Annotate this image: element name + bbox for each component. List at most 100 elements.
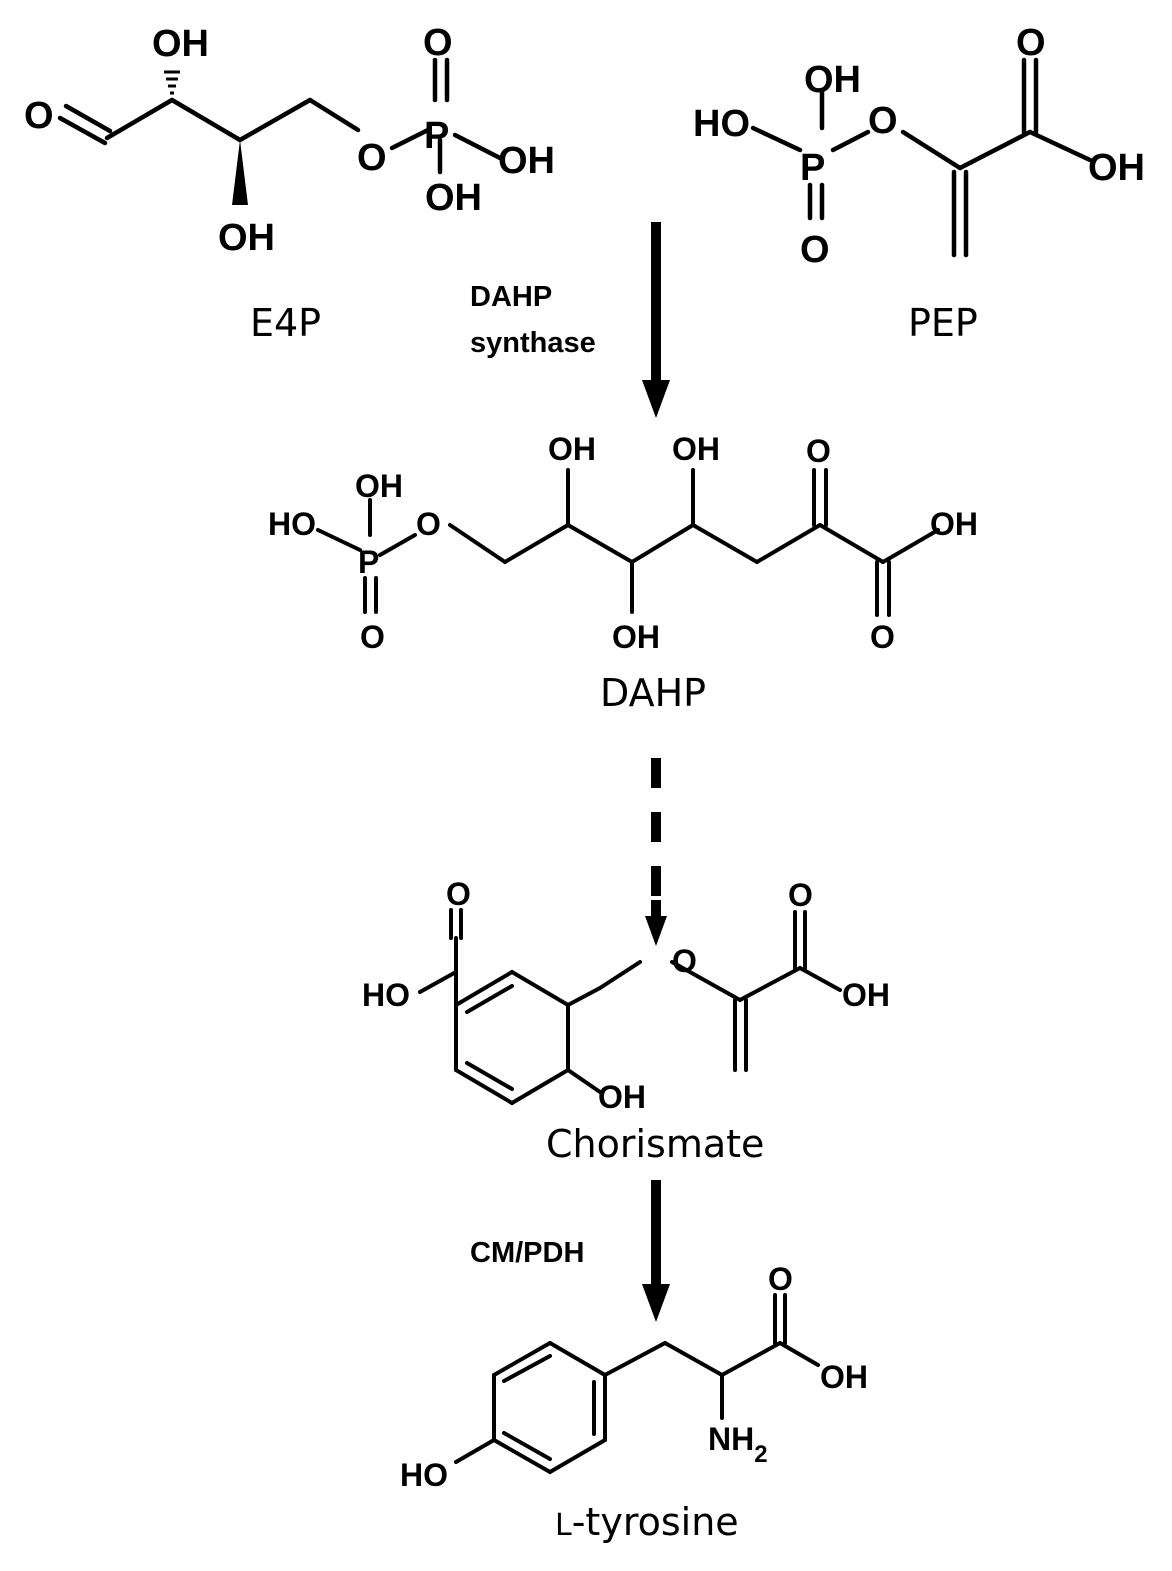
bond bbox=[755, 523, 822, 564]
chorismate-structure: O HO OH O O OH bbox=[362, 876, 890, 1115]
atom-label: O bbox=[357, 137, 387, 179]
bond bbox=[750, 125, 803, 153]
atom-label: OH bbox=[218, 217, 275, 259]
tyrosine-structure: HO O OH NH2 bbox=[400, 1261, 868, 1493]
atom-label: OH bbox=[1088, 147, 1145, 189]
dahp-structure: HO OH P O O OH OH O OH OH O bbox=[268, 431, 978, 655]
bond bbox=[603, 1341, 667, 1377]
bond bbox=[548, 1438, 607, 1474]
bond bbox=[452, 132, 503, 161]
arrow-dashed bbox=[645, 758, 667, 946]
bond bbox=[738, 966, 802, 1002]
atom-label: OH bbox=[804, 59, 861, 101]
atom-label: HO bbox=[362, 977, 410, 1013]
atom-label: OH bbox=[498, 140, 555, 182]
bond bbox=[454, 1068, 514, 1105]
bond bbox=[566, 523, 634, 564]
atom-label: OH bbox=[355, 468, 403, 504]
atom-label: O bbox=[360, 619, 385, 655]
pep-structure: HO OH P O O O OH bbox=[693, 22, 1145, 271]
bond bbox=[389, 127, 431, 151]
atom-label: OH bbox=[842, 977, 890, 1013]
bond bbox=[670, 960, 742, 1002]
bond bbox=[818, 523, 885, 564]
bond bbox=[418, 970, 458, 994]
atom-label: O bbox=[446, 876, 471, 912]
atom-label: O bbox=[800, 229, 830, 271]
bond bbox=[510, 1068, 570, 1105]
enzyme-label-synthase: synthase bbox=[470, 327, 596, 359]
bond bbox=[798, 966, 842, 992]
bond bbox=[502, 1354, 552, 1383]
bond bbox=[169, 97, 243, 143]
bond bbox=[957, 129, 1033, 171]
bond bbox=[900, 129, 963, 171]
dahp-label: DAHP bbox=[600, 671, 706, 715]
bond bbox=[104, 97, 175, 141]
bond bbox=[663, 1341, 724, 1377]
atom-label: HO bbox=[268, 506, 316, 542]
bond bbox=[510, 970, 570, 1007]
bond bbox=[237, 97, 313, 143]
atom-label: HO bbox=[693, 103, 750, 145]
bond bbox=[448, 523, 507, 564]
atom-label: O bbox=[788, 877, 813, 913]
atom-label: HO bbox=[400, 1457, 448, 1493]
solid-wedge bbox=[232, 140, 248, 205]
bond bbox=[492, 1341, 552, 1377]
atom-label: P bbox=[424, 115, 449, 157]
tyrosine-label: L-tyrosine bbox=[555, 1500, 739, 1544]
atom-label: O bbox=[423, 22, 453, 64]
bond bbox=[63, 103, 113, 134]
e4p-structure: O OH OH O P O OH OH bbox=[24, 22, 555, 259]
bond bbox=[316, 528, 362, 552]
bond bbox=[1027, 129, 1093, 163]
bond bbox=[566, 1068, 602, 1094]
bond bbox=[881, 528, 940, 564]
atom-label: O bbox=[868, 100, 898, 142]
atom-label: NH2 bbox=[708, 1421, 768, 1468]
pep-label: PEP bbox=[908, 301, 978, 345]
bond bbox=[720, 1341, 782, 1377]
bond bbox=[307, 97, 361, 133]
atom-label: O bbox=[24, 95, 54, 137]
bond bbox=[566, 986, 602, 1007]
bond bbox=[465, 1061, 514, 1091]
atom-label: OH bbox=[598, 1079, 646, 1115]
bond bbox=[598, 960, 642, 990]
atom-label: O bbox=[806, 433, 831, 469]
atom-label: O bbox=[870, 619, 895, 655]
bond bbox=[503, 523, 570, 564]
bond bbox=[502, 1431, 552, 1461]
bond bbox=[691, 523, 759, 564]
enzyme-label-cm-pdh: CM/PDH bbox=[470, 1237, 584, 1269]
atom-label: OH bbox=[672, 431, 720, 467]
hashed-wedge bbox=[164, 70, 180, 95]
atom-label: P bbox=[358, 544, 379, 580]
bond bbox=[548, 1341, 607, 1377]
atom-label: OH bbox=[930, 506, 978, 542]
bond bbox=[630, 523, 695, 564]
bond bbox=[454, 1438, 496, 1464]
atom-label: O bbox=[768, 1261, 793, 1297]
atom-label: O bbox=[1016, 22, 1046, 64]
arrow-cm-pdh bbox=[642, 1180, 670, 1322]
e4p-label: E4P bbox=[250, 301, 321, 345]
bond bbox=[57, 115, 108, 146]
atom-label: O bbox=[416, 506, 441, 542]
atom-label: OH bbox=[548, 431, 596, 467]
atom-label: OH bbox=[820, 1359, 868, 1395]
chorismate-label: Chorismate bbox=[546, 1122, 764, 1166]
atom-label: OH bbox=[612, 619, 660, 655]
bond bbox=[465, 984, 514, 1014]
bond bbox=[454, 970, 514, 1007]
bond bbox=[830, 129, 871, 153]
atom-label: O bbox=[672, 943, 697, 979]
bond bbox=[378, 533, 417, 557]
atom-label: OH bbox=[425, 177, 482, 219]
atom-label: OH bbox=[152, 23, 209, 65]
bond bbox=[492, 1438, 552, 1474]
enzyme-label-dahp: DAHP bbox=[470, 281, 552, 313]
atom-label: P bbox=[800, 147, 825, 189]
